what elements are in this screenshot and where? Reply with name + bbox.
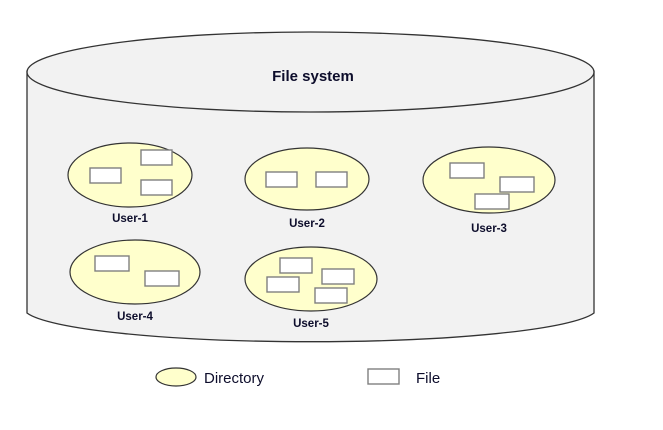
file-rect[interactable] <box>474 193 510 210</box>
directory-label: User-1 <box>112 213 148 225</box>
file-system-title: File system <box>272 68 354 85</box>
directory-ellipse[interactable] <box>244 147 370 211</box>
file-rect[interactable] <box>315 171 348 188</box>
directory-group-user-4[interactable]: User-4 <box>69 239 201 323</box>
file-rect[interactable] <box>140 179 173 196</box>
file-rect[interactable] <box>499 176 535 193</box>
directory-group-user-1[interactable]: User-1 <box>67 142 193 225</box>
file-rect[interactable] <box>265 171 298 188</box>
directory-ellipse[interactable] <box>67 142 193 208</box>
directory-label: User-4 <box>117 311 153 323</box>
legend-directory-icon <box>155 367 197 387</box>
directory-label: User-3 <box>471 223 507 235</box>
directory-group-user-5[interactable]: User-5 <box>244 246 378 330</box>
file-rect[interactable] <box>140 149 173 166</box>
directory-label: User-5 <box>293 318 329 330</box>
legend: Directory File <box>155 367 440 387</box>
directory-group-user-3[interactable]: User-3 <box>422 146 556 235</box>
file-rect[interactable] <box>279 257 313 274</box>
directory-ellipse[interactable] <box>69 239 201 305</box>
file-rect[interactable] <box>94 255 130 272</box>
legend-item-directory: Directory <box>155 367 265 387</box>
directory-group-user-2[interactable]: User-2 <box>244 147 370 230</box>
legend-file-icon <box>367 368 400 385</box>
legend-item-file: File <box>367 368 440 387</box>
cylinder-top-ellipse <box>26 31 595 113</box>
file-rect[interactable] <box>449 162 485 179</box>
directory-label: User-2 <box>289 218 325 230</box>
legend-label: File <box>416 370 440 387</box>
file-rect[interactable] <box>314 287 348 304</box>
file-rect[interactable] <box>89 167 122 184</box>
legend-label: Directory <box>204 370 265 387</box>
file-rect[interactable] <box>144 270 180 287</box>
directory-ellipse[interactable] <box>244 246 378 312</box>
file-rect[interactable] <box>266 276 300 293</box>
file-rect[interactable] <box>321 268 355 285</box>
